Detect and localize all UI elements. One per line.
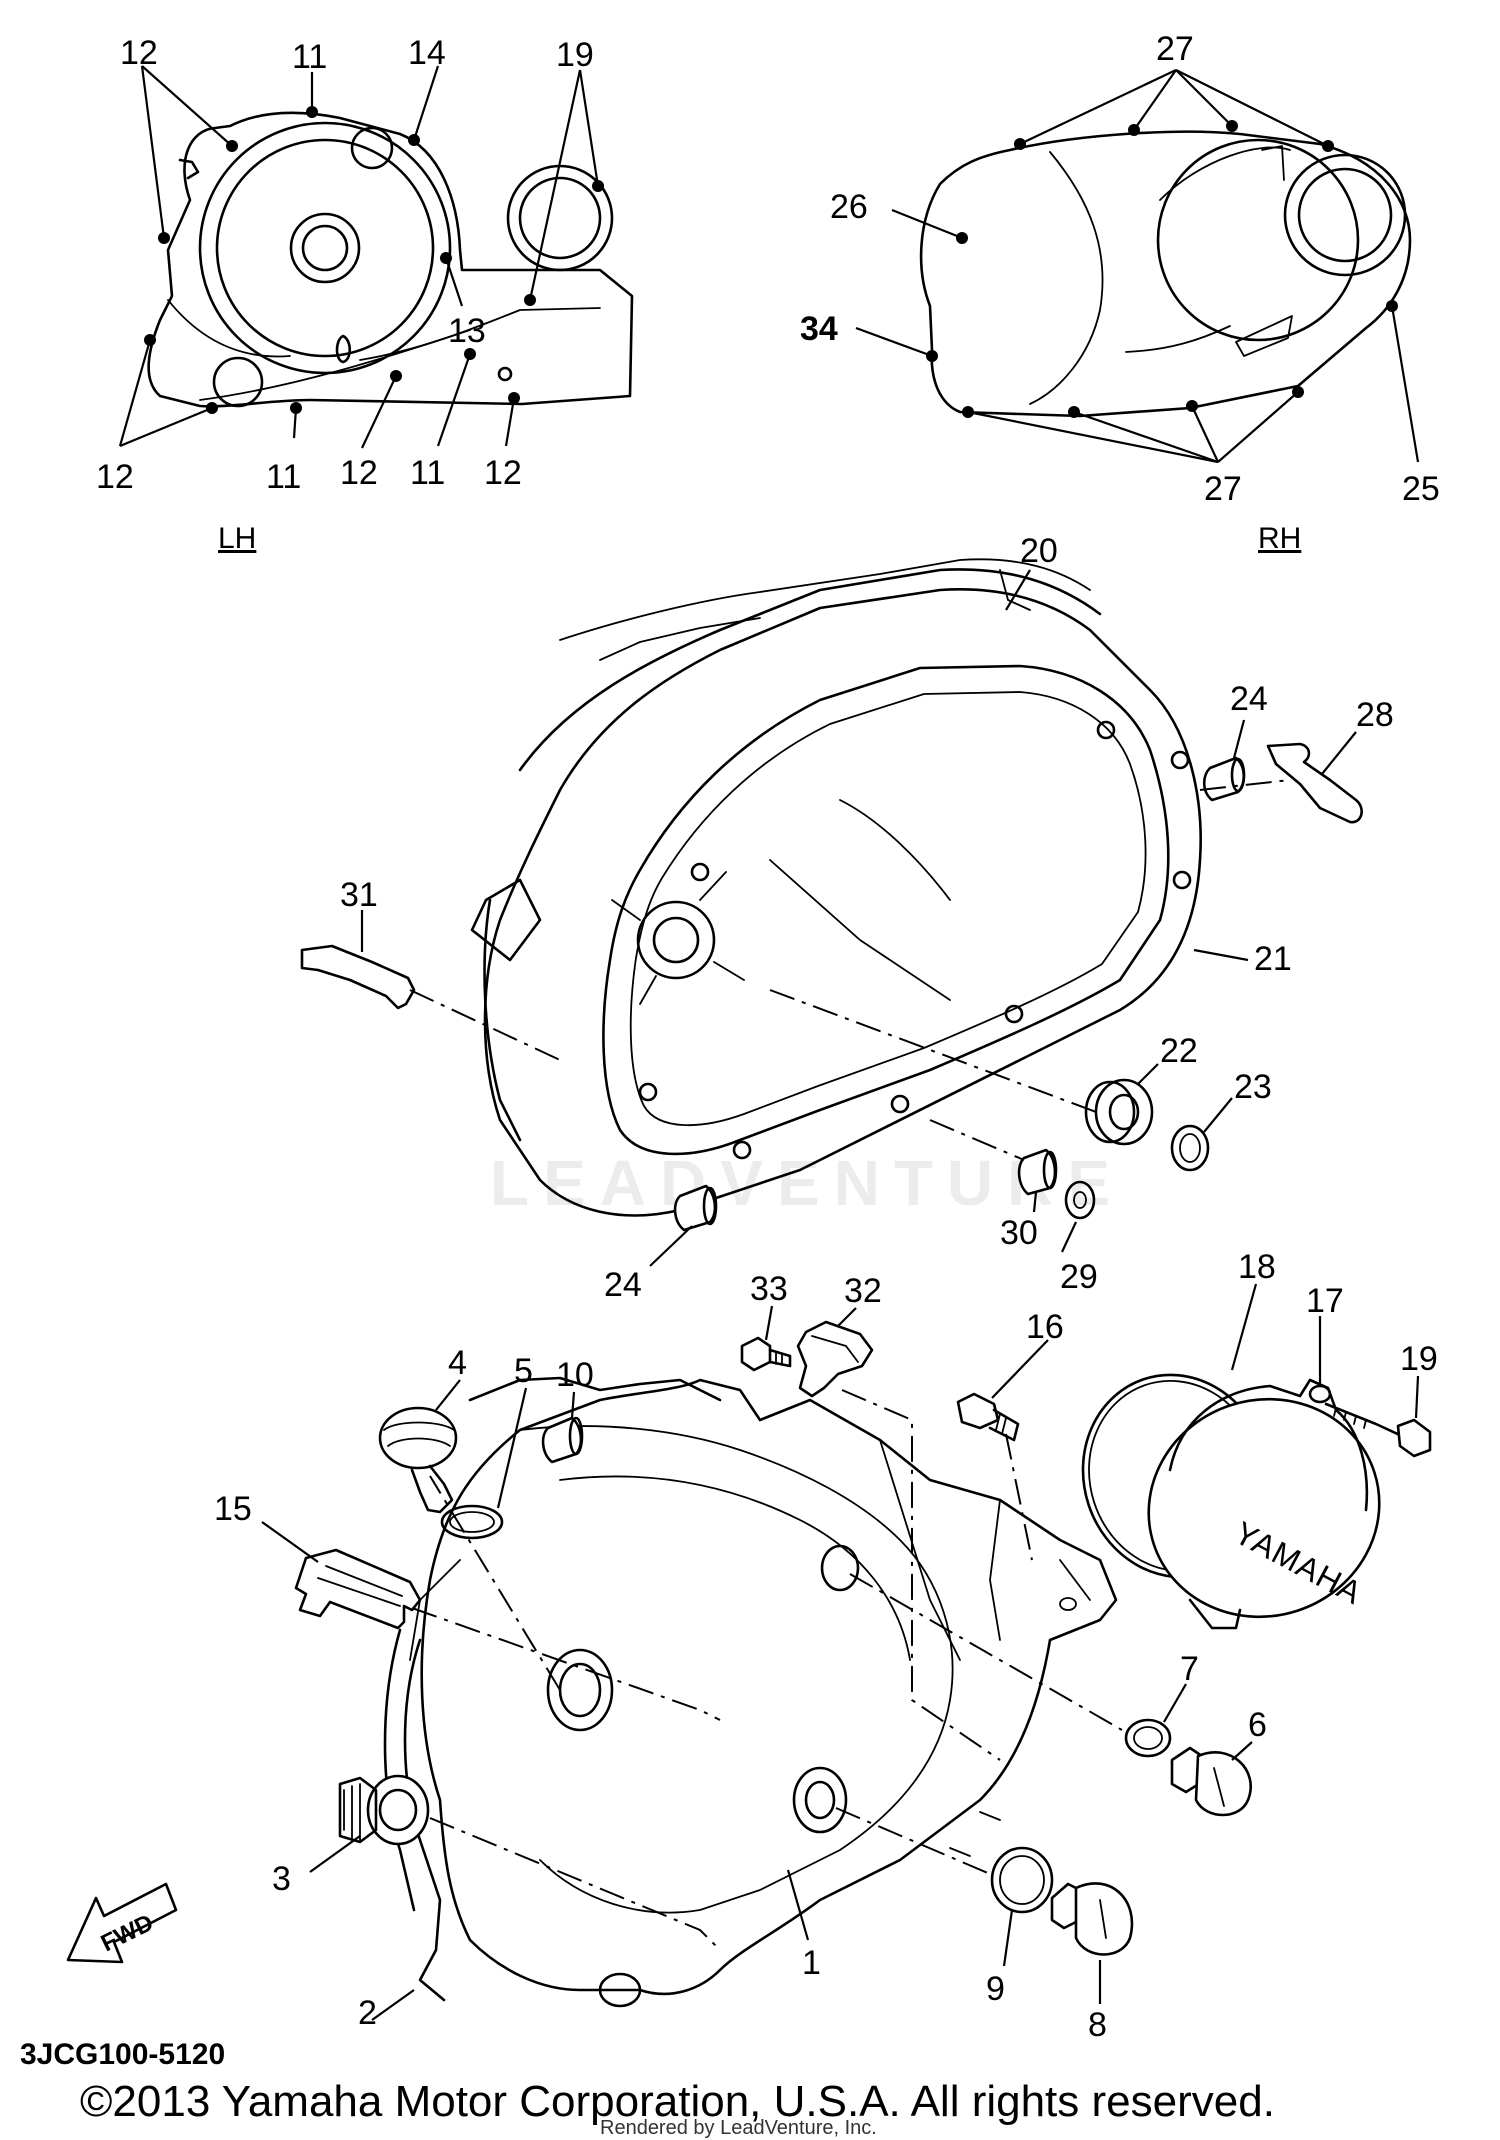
callout-27: 27 — [1156, 30, 1194, 68]
crankcase-cover-case — [470, 558, 1202, 1217]
middle-alignment-lines — [409, 779, 1291, 1161]
callout-34: 34 — [800, 310, 838, 348]
part-6-plug — [1170, 1746, 1252, 1817]
callout-14: 14 — [408, 34, 446, 72]
callout-11: 11 — [292, 38, 327, 76]
callout-6: 6 — [1248, 1706, 1267, 1744]
callout-19: 19 — [1400, 1340, 1438, 1378]
part-22-oil-seal — [1084, 1078, 1154, 1146]
middle-callouts: 20 24 28 31 21 22 23 30 29 24 — [340, 532, 1394, 1304]
callout-16: 16 — [1026, 1308, 1064, 1346]
part-31-hook — [300, 944, 416, 1010]
lower-leader-lines — [261, 1283, 1420, 2021]
callout-4: 4 — [448, 1344, 467, 1382]
callout-20: 20 — [1020, 532, 1058, 570]
part-16-stud — [956, 1392, 1020, 1442]
part-5-o-ring — [440, 1504, 504, 1540]
callout-29: 29 — [1060, 1258, 1098, 1296]
part-15-hook — [294, 1548, 422, 1630]
callout-27: 27 — [1204, 470, 1242, 508]
callout-12: 12 — [96, 458, 134, 496]
callout-3: 3 — [272, 1860, 291, 1898]
callout-12: 12 — [484, 454, 522, 492]
callout-8: 8 — [1088, 2006, 1107, 2044]
callout-21: 21 — [1254, 940, 1292, 978]
callout-26: 26 — [830, 188, 868, 226]
part-3-oil-seal — [338, 1774, 430, 1846]
lh-cover-outline — [147, 111, 634, 408]
callout-17: 17 — [1306, 1282, 1344, 1320]
callout-7: 7 — [1180, 1650, 1199, 1688]
rh-leader-lines — [855, 69, 1420, 464]
fwd-arrow — [66, 1882, 178, 1964]
callout-19: 19 — [556, 36, 594, 74]
part-1-crankcase-cover — [409, 1376, 1118, 2008]
part-33-bolt — [740, 1336, 792, 1372]
callout-32: 32 — [844, 1272, 882, 1310]
lh-leader-lines — [118, 65, 600, 449]
callout-5: 5 — [514, 1352, 533, 1390]
callout-1: 1 — [802, 1944, 821, 1982]
callout-23: 23 — [1234, 1068, 1272, 1106]
part-9-o-ring — [990, 1846, 1054, 1914]
callout-15: 15 — [214, 1490, 252, 1528]
rendered-by-credit: Rendered by LeadVenture, Inc. — [600, 2117, 877, 2139]
callout-2: 2 — [358, 1994, 377, 2032]
callout-33: 33 — [750, 1270, 788, 1308]
part-30-dowel — [1017, 1148, 1058, 1196]
drawing-code: 3JCG100-5120 — [20, 2038, 225, 2071]
callout-11: 11 — [410, 454, 445, 492]
part-19-bolt — [1324, 1402, 1432, 1458]
callout-31: 31 — [340, 876, 378, 914]
part-17-rh-crankcase-cover — [1147, 1378, 1381, 1630]
part-28-hook — [1266, 742, 1363, 824]
rh-cover-outline — [919, 130, 1412, 418]
callout-12: 12 — [340, 454, 378, 492]
lh-section-label: LH — [218, 522, 256, 555]
callout-25: 25 — [1402, 470, 1440, 508]
copyright-notice: ©2013 Yamaha Motor Corporation, U.S.A. A… — [80, 2077, 1275, 2126]
part-24-dowel-lower — [673, 1184, 718, 1232]
callout-30: 30 — [1000, 1214, 1038, 1252]
crankcase-cover-gasket — [602, 664, 1192, 1160]
callout-18: 18 — [1238, 1248, 1276, 1286]
callout-22: 22 — [1160, 1032, 1198, 1070]
callout-24: 24 — [604, 1266, 642, 1304]
part-4-dipstick-plug — [378, 1406, 458, 1514]
part-7-o-ring — [1124, 1718, 1172, 1758]
middle-leader-lines — [360, 569, 1357, 1267]
lower-callouts: 33 32 18 17 19 16 4 5 10 15 7 6 3 9 8 1 … — [214, 1248, 1438, 2044]
watermark-text: LEADVENTURE — [490, 1147, 1124, 1219]
callout-10: 10 — [556, 1356, 594, 1394]
lh-callouts: 12 11 14 19 13 12 11 12 11 12 — [96, 34, 594, 496]
rh-callouts: 27 26 34 27 25 — [800, 30, 1440, 508]
part-32-guide — [796, 1320, 874, 1398]
part-10-dowel — [541, 1416, 584, 1464]
callout-28: 28 — [1356, 696, 1394, 734]
callout-12: 12 — [120, 34, 158, 72]
callout-9: 9 — [986, 1970, 1005, 2008]
callout-24: 24 — [1230, 680, 1268, 718]
part-23-circlip — [1170, 1124, 1210, 1172]
part-24-dowel-upper — [1202, 756, 1246, 802]
callout-11: 11 — [266, 458, 301, 496]
rh-section-label: RH — [1258, 522, 1301, 555]
lower-alignment-lines — [411, 1389, 1123, 1951]
part-29-washer — [1064, 1180, 1096, 1220]
part-8-plug — [1050, 1882, 1134, 1956]
callout-13: 13 — [448, 312, 486, 350]
